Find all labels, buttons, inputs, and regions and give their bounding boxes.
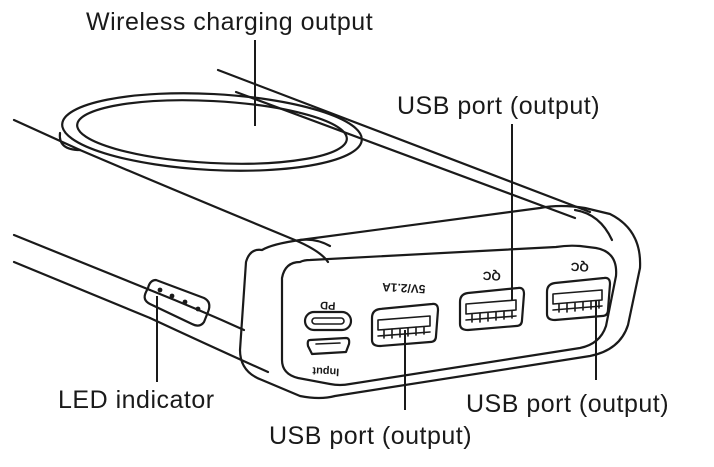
usb-c-pd-port xyxy=(303,310,353,332)
callout-wireless-charging: Wireless charging output xyxy=(86,8,374,36)
micro-usb-input-port xyxy=(306,336,351,356)
led-dot-3 xyxy=(182,299,188,305)
callout-usb-right: USB port (output) xyxy=(466,390,670,418)
label-qc-2: QC xyxy=(570,260,589,275)
label-pd: PD xyxy=(320,299,336,312)
led-dot-2 xyxy=(169,293,175,299)
power-bank-body xyxy=(12,68,592,374)
leader-lines xyxy=(156,40,597,410)
led-indicator xyxy=(143,278,211,327)
led-dot-4 xyxy=(195,306,201,312)
usb-a-port-3 xyxy=(545,276,612,322)
led-dot-1 xyxy=(157,287,163,293)
callout-usb-bottom: USB port (output) xyxy=(269,422,473,450)
callout-led-indicator: LED indicator xyxy=(58,386,215,414)
label-qc-1: QC xyxy=(482,269,501,284)
label-input: Input xyxy=(312,364,340,377)
wireless-charging-pad xyxy=(61,92,363,172)
usb-a-port-2 xyxy=(458,286,526,332)
label-5v21a: 5V/2.1A xyxy=(381,280,425,296)
callout-usb-top: USB port (output) xyxy=(397,92,601,120)
